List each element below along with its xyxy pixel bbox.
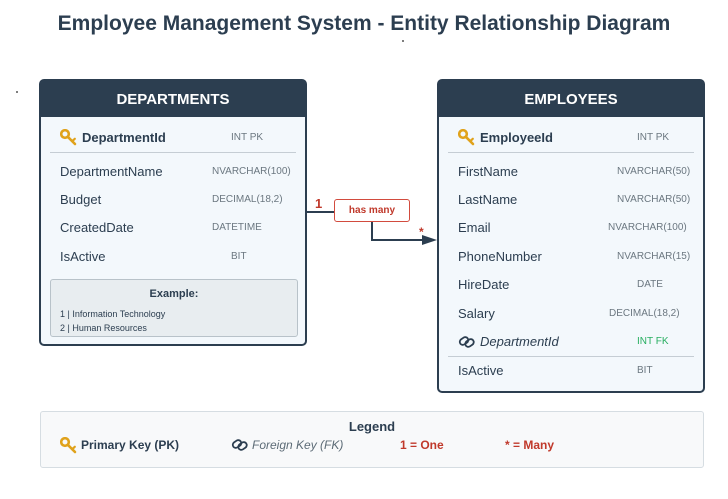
field-type: BIT (637, 365, 653, 376)
field-name: Salary (458, 306, 495, 321)
field-type: DATETIME (212, 222, 262, 233)
employees-field-row[interactable]: FirstName NVARCHAR(50) (439, 160, 703, 184)
cardinality-one: 1 (315, 196, 323, 211)
field-type: NVARCHAR(50) (617, 194, 691, 205)
legend-primary-key: Primary Key (PK) (81, 438, 180, 452)
link-icon (458, 336, 475, 348)
field-type: INT PK (231, 132, 264, 143)
employees-field-row[interactable]: Email NVARCHAR(100) (439, 216, 703, 240)
key-icon (60, 129, 77, 146)
example-line: 2 | Human Resources (60, 323, 147, 333)
field-type: BIT (231, 251, 247, 262)
departments-field-row[interactable]: IsActive BIT (41, 245, 305, 269)
stray-dot (402, 40, 404, 42)
departments-field-row[interactable]: CreatedDate DATETIME (41, 216, 305, 240)
cardinality-many: * (419, 225, 424, 239)
employees-table[interactable]: EMPLOYEES EmployeeId INT PK FirstName NV… (437, 79, 705, 393)
departments-field-row[interactable]: DepartmentName NVARCHAR(100) (41, 160, 305, 184)
key-icon (458, 129, 475, 146)
employees-header: EMPLOYEES (439, 81, 703, 117)
employees-field-row[interactable]: PhoneNumber NVARCHAR(15) (439, 245, 703, 269)
field-type: NVARCHAR(100) (608, 222, 687, 233)
employees-field-row[interactable]: IsActive BIT (439, 359, 703, 383)
field-name: DepartmentName (60, 164, 163, 179)
departments-table[interactable]: DEPARTMENTS DepartmentId INT PK Departme… (39, 79, 307, 346)
field-name: EmployeeId (480, 130, 553, 145)
example-title: Example: (149, 288, 199, 300)
employees-pk-row[interactable]: EmployeeId INT PK (439, 126, 703, 150)
field-name: Email (458, 220, 491, 235)
relationship-label[interactable]: has many (334, 199, 410, 222)
field-type: DECIMAL(18,2) (212, 194, 283, 205)
field-name: IsActive (458, 363, 504, 378)
legend: Legend Primary Key (PK) Foreign Key (FK)… (40, 411, 704, 468)
pk-separator (448, 152, 694, 153)
field-type: INT PK (637, 132, 670, 143)
field-name: FirstName (458, 164, 518, 179)
legend-foreign-key: Foreign Key (FK) (252, 438, 344, 452)
diagram-title: Employee Management System - Entity Rela… (57, 12, 671, 35)
field-name: LastName (458, 192, 518, 207)
employees-fk-row[interactable]: DepartmentId INT FK (439, 330, 703, 354)
field-type: NVARCHAR(50) (617, 166, 691, 177)
key-icon (60, 437, 77, 454)
field-type: NVARCHAR(100) (212, 166, 291, 177)
field-name: DepartmentId (82, 130, 166, 145)
field-type: INT FK (637, 336, 669, 347)
pk-separator (50, 152, 296, 153)
field-name: IsActive (60, 249, 106, 264)
field-type: DECIMAL(18,2) (609, 308, 680, 319)
fk-separator (448, 356, 694, 357)
departments-header: DEPARTMENTS (41, 81, 305, 117)
example-box: Example: 1 | Information Technology 2 | … (50, 279, 298, 337)
field-name: CreatedDate (60, 220, 134, 235)
legend-title: Legend (348, 419, 396, 434)
field-name: DepartmentId (480, 334, 559, 349)
field-name: Budget (60, 192, 102, 207)
link-icon (231, 439, 248, 451)
field-name: PhoneNumber (458, 249, 542, 264)
employees-field-row[interactable]: HireDate DATE (439, 273, 703, 297)
example-line: 1 | Information Technology (60, 309, 166, 319)
field-type: NVARCHAR(15) (617, 251, 691, 262)
stray-dot (16, 91, 18, 93)
employees-field-row[interactable]: Salary DECIMAL(18,2) (439, 302, 703, 326)
legend-one: 1 = One (400, 438, 444, 452)
departments-pk-row[interactable]: DepartmentId INT PK (41, 126, 305, 150)
legend-many: * = Many (505, 438, 555, 452)
field-name: HireDate (458, 277, 510, 292)
departments-field-row[interactable]: Budget DECIMAL(18,2) (41, 188, 305, 212)
field-type: DATE (637, 279, 663, 290)
employees-field-row[interactable]: LastName NVARCHAR(50) (439, 188, 703, 212)
